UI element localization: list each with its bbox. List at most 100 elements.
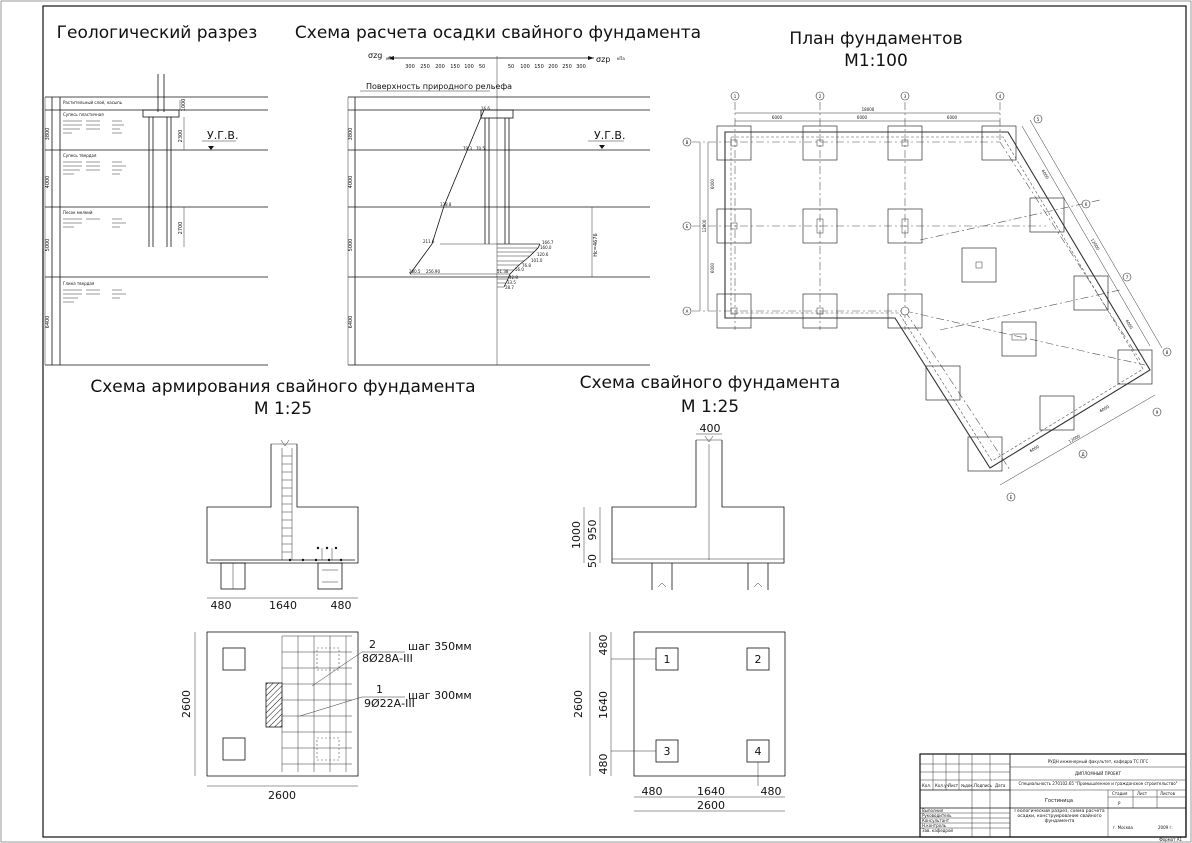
stamp-object: Гостиница — [1045, 798, 1073, 804]
stamp-year: 2009 г. — [1158, 825, 1173, 830]
pile-h-total: 1000 — [570, 521, 583, 549]
settle-value: 56.0 — [515, 267, 524, 272]
stamp-role: Н.контроль — [922, 823, 947, 828]
scale-tick: 300 — [576, 64, 586, 70]
axis-label: В — [686, 140, 689, 145]
callout-1-bar: 9Ø22А-III — [364, 697, 415, 710]
settle-value: 256.90 — [426, 269, 440, 274]
axis-label: Б — [686, 224, 689, 229]
settle-value: 160.0 — [540, 245, 552, 250]
settle-value: 51.38 — [497, 269, 509, 274]
settle-depth: 6400 — [348, 316, 354, 329]
plan-dim: 6000 — [947, 115, 958, 120]
pile-h-950: 950 — [586, 520, 599, 541]
stamp-role: Выполнил — [922, 808, 944, 813]
pile-plan-left-dim: 480 — [597, 635, 610, 656]
stamp-city: г. Москва — [1113, 825, 1134, 830]
ugv-marker-icon — [208, 146, 214, 150]
stamp-role: Руководитель — [922, 813, 952, 818]
pile-number: 1 — [664, 653, 671, 666]
callout-2-bar: 8Ø28А-III — [362, 652, 413, 665]
plan-dim-diag: 6000 — [1041, 169, 1051, 181]
plan-dim-left: 6000 — [710, 262, 715, 273]
foundation-plan: 1 2 3 4 В Б А 5 6 7 8 9 Д Е 18000 6000 6… — [682, 91, 1172, 502]
geo-depth-label: 4000 — [45, 176, 51, 189]
settle-value: 166.7 — [542, 240, 554, 245]
scale-tick: 250 — [562, 64, 572, 70]
stamp-col: Кол.уч — [935, 783, 949, 788]
scale-tick: 50 — [479, 64, 485, 70]
unit-left: кПа — [386, 56, 394, 61]
sigma-zg-label: σzg — [368, 51, 382, 60]
plan-dim-left: 6000 — [710, 178, 715, 189]
axis-label: 8 — [1166, 350, 1169, 355]
axis-label: 7 — [1126, 275, 1129, 280]
pile-scheme-title: Схема свайного фундамента — [580, 373, 841, 393]
axis-label: 4 — [999, 94, 1002, 99]
axis-label: 9 — [1156, 410, 1159, 415]
scale-tick: 150 — [534, 64, 544, 70]
scale-tick: 200 — [435, 64, 445, 70]
scale-tick: 100 — [520, 64, 530, 70]
stamp-stage-hdr: Стадия — [1112, 791, 1128, 796]
reinforcement-title: Схема армирования свайного фундамента — [90, 377, 475, 397]
reinforcement-scale: М 1:25 — [254, 399, 312, 419]
axis-label: 5 — [1037, 117, 1040, 122]
pile-number: 2 — [755, 653, 762, 666]
stamp-col: Подпись — [974, 783, 993, 788]
hc-label: Hс=4676 — [593, 233, 599, 256]
geo-layer-name: Глина твердая — [63, 281, 95, 286]
reinf-plan-width: 2600 — [268, 789, 296, 802]
plan-scale: М1:100 — [844, 51, 908, 71]
plan-dim-diag: 6000 — [1099, 404, 1111, 414]
unit-right: кПа — [617, 56, 625, 61]
reinforcement-section: 480 1640 480 2 8Ø28А-III шаг 350мм 1 9Ø2… — [180, 439, 472, 802]
plan-dim-diag-total: 12000 — [1067, 433, 1081, 444]
ugv-marker-icon — [599, 145, 605, 149]
callout-2-number: 2 — [369, 638, 376, 651]
settlement-scheme: σzg кПа σzp кПа 300 250 200 150 100 50 5… — [347, 51, 650, 366]
sigma-zp-label: σzp — [596, 55, 610, 64]
geo-depth-label: 3800 — [45, 128, 51, 141]
pile-number: 3 — [664, 745, 671, 758]
settle-depth: 5000 — [348, 239, 354, 252]
stamp-spec: Специальность 270102.65 "Промышленное и … — [1019, 781, 1178, 786]
stamp-stage: Р — [1118, 801, 1121, 806]
reinf-dim: 480 — [331, 599, 352, 612]
plan-dim-left-total: 12000 — [702, 219, 707, 232]
axis-label: 1 — [734, 94, 737, 99]
plan-dim: 6000 — [857, 115, 868, 120]
settle-value: 280.5 — [409, 269, 421, 274]
settle-depth: 4000 — [348, 176, 354, 189]
pile-plan-height: 2600 — [572, 690, 585, 718]
axis-label: Д — [1081, 452, 1084, 457]
stamp-col: Кол. — [922, 783, 931, 788]
geo-pile-dim-2: 2700 — [178, 222, 184, 235]
scale-tick: 200 — [548, 64, 558, 70]
pile-plan-dim: 480 — [642, 785, 663, 798]
axis-label: 3 — [904, 94, 907, 99]
geo-top-dim: 1000 — [181, 99, 187, 112]
stamp-doc: ДИПЛОМНЫЙ ПРОЕКТ — [1075, 771, 1121, 776]
pile-number: 4 — [755, 745, 762, 758]
title-block: РУДН инженерный факультет, кафедра ТС ПГ… — [919, 753, 1187, 842]
pile-plan-left-dim: 1640 — [597, 691, 610, 719]
axis-label: 6 — [1085, 202, 1088, 207]
pile-plan-dim: 480 — [761, 785, 782, 798]
geo-section: 3800 4000 5000 6400 Растительный слой, н… — [44, 74, 268, 366]
stamp-content: Геологический разрез, схема расчета осад… — [1014, 809, 1105, 824]
pile-plan-width: 2600 — [697, 799, 725, 812]
settle-value: 101.0 — [531, 258, 543, 263]
geo-layer-name: Супесь пластичная — [63, 112, 104, 117]
plan-dim-diag: 6000 — [1125, 319, 1135, 331]
geo-depth-label: 5000 — [45, 239, 51, 252]
scale-tick: 100 — [464, 64, 474, 70]
scale-tick: 150 — [450, 64, 460, 70]
surface-label: Поверхность природного рельефа — [366, 82, 512, 91]
stamp-col: Дата — [995, 783, 1006, 788]
settle-value: 79.3 — [463, 146, 472, 151]
pile-scheme-scale: М 1:25 — [681, 397, 739, 417]
axis-label: Е — [1010, 495, 1013, 500]
